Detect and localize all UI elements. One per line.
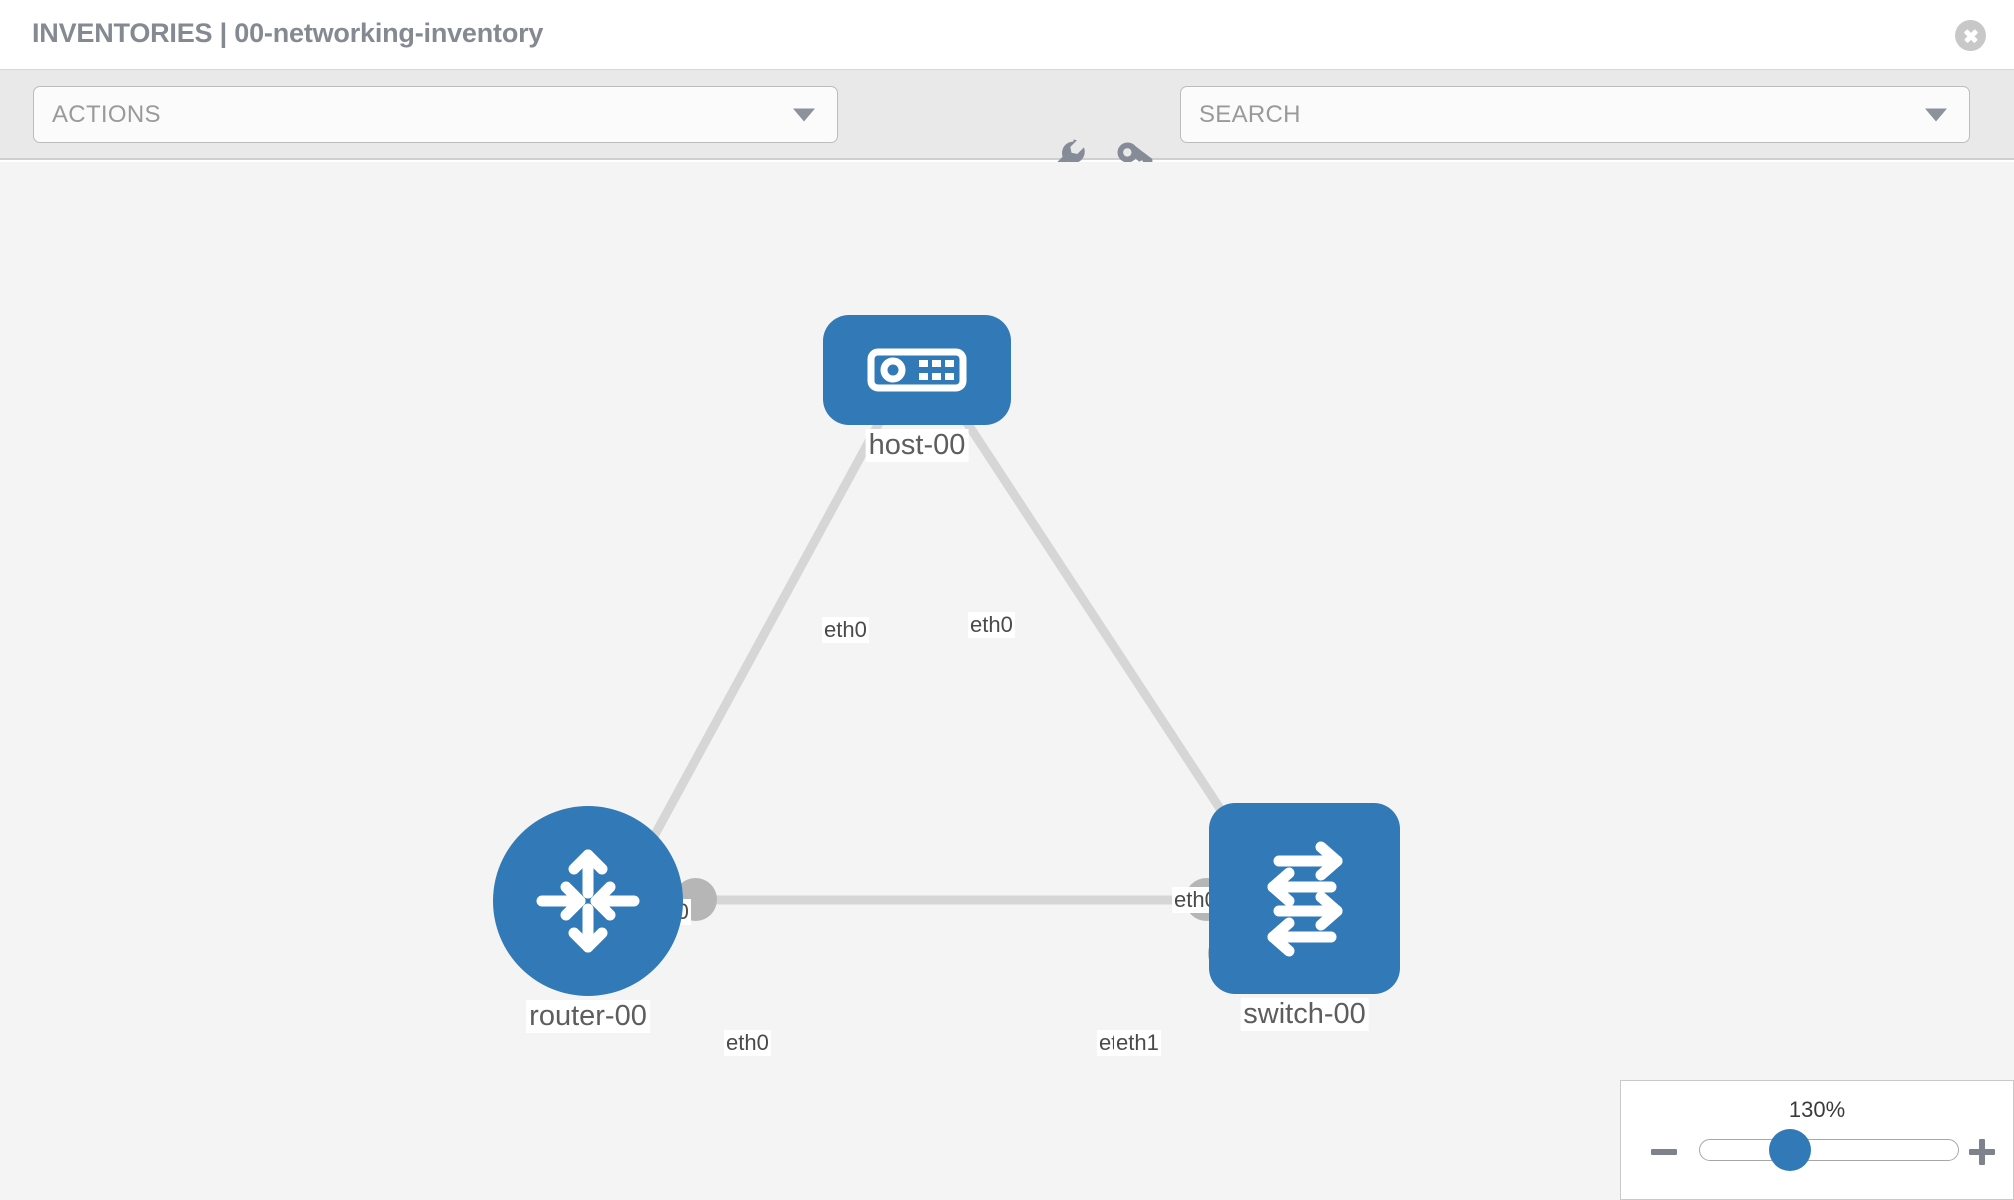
switch-node-shape (1209, 803, 1400, 994)
actions-dropdown[interactable]: ACTIONS (33, 86, 838, 143)
router-arrows-icon (536, 849, 640, 953)
edge-label-host-router-source: eth0 (822, 617, 869, 643)
close-icon[interactable] (1955, 20, 1986, 51)
server-icon (867, 348, 967, 392)
node-label-switch-00: switch-00 (1240, 998, 1369, 1031)
search-input[interactable]: SEARCH (1180, 86, 1970, 143)
host-node-shape (823, 315, 1011, 425)
page-header: INVENTORIES | 00-networking-inventory (0, 0, 2014, 70)
topology-node-host-00[interactable]: host-00 (823, 315, 1011, 462)
topology-node-router-00[interactable]: router-00 (493, 806, 683, 1033)
topology-node-switch-00[interactable]: switch-00 (1209, 803, 1400, 1031)
page-title: INVENTORIES | 00-networking-inventory (32, 18, 544, 48)
key-icon[interactable] (1110, 135, 1156, 181)
actions-dropdown-label: ACTIONS (52, 101, 161, 128)
zoom-slider-handle[interactable] (1769, 1129, 1811, 1171)
node-label-host-00: host-00 (865, 429, 969, 462)
zoom-control-panel: 130% (1620, 1080, 2014, 1200)
edge-label-host-switch-source: eth0 (968, 612, 1015, 638)
toolbar: ACTIONS SEARCH (0, 70, 2014, 177)
zoom-slider-track[interactable] (1699, 1139, 1959, 1161)
chevron-down-icon (793, 108, 815, 121)
router-node-shape (493, 806, 683, 996)
zoom-level-value: 130% (1788, 1097, 1846, 1122)
topology-canvas[interactable]: eth0 eth0 eth0 eth0 eth0 eth0 eth1 host (0, 162, 2014, 1200)
edge-label-router-switch-source: eth0 (724, 1030, 771, 1056)
node-label-router-00: router-00 (526, 1000, 650, 1033)
zoom-out-button[interactable] (1649, 1137, 1679, 1167)
topology-links (636, 409, 1259, 905)
edge-label-router-switch-target: eth1 (1114, 1030, 1161, 1056)
link-host-switch (956, 409, 1259, 865)
switch-arrows-icon (1267, 841, 1342, 956)
link-host-router (636, 409, 889, 865)
search-placeholder: SEARCH (1199, 101, 1301, 128)
chevron-down-icon[interactable] (1925, 108, 1947, 121)
zoom-in-button[interactable] (1967, 1137, 1997, 1167)
